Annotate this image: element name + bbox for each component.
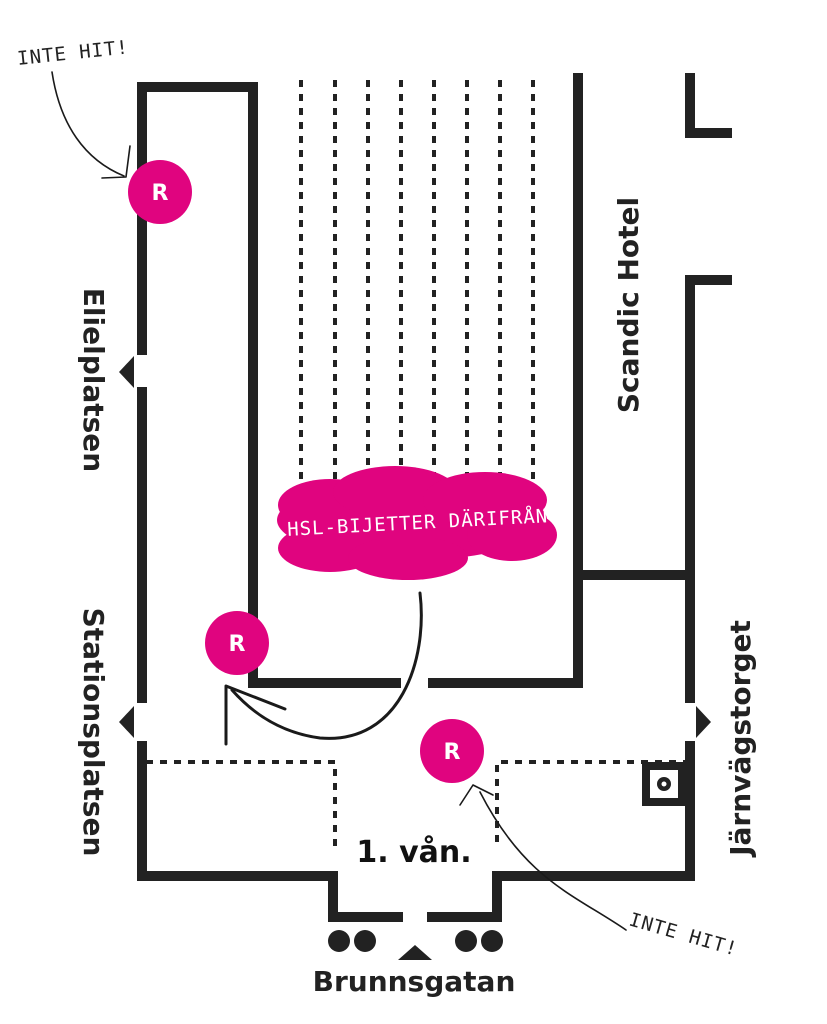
platform-tracks bbox=[299, 80, 535, 490]
not-here-arrow-bottom bbox=[459, 784, 627, 931]
tickets-cloud bbox=[277, 466, 557, 580]
street-label-stationsplatsen: Stationsplatsen bbox=[77, 608, 110, 857]
marker-r-bottom-label: R bbox=[444, 740, 461, 765]
marker-r-top-label: R bbox=[152, 181, 169, 206]
interior-dashed-walls bbox=[146, 760, 690, 848]
tickets-arrow bbox=[224, 591, 423, 746]
entrance-elielplatsen-icon bbox=[119, 356, 134, 388]
entrance-jarnvagstorget-icon bbox=[696, 706, 711, 738]
building-walls bbox=[137, 73, 732, 922]
not-here-label-top: INTE HIT! bbox=[16, 36, 130, 70]
hotel-label: Scandic Hotel bbox=[612, 197, 645, 413]
not-here-label-bottom: INTE HIT! bbox=[627, 909, 741, 961]
marker-r-middle-label: R bbox=[229, 632, 246, 657]
entrance-markers bbox=[119, 356, 711, 960]
marker-r-bottom[interactable]: R bbox=[420, 719, 484, 783]
street-label-elielplatsen: Elielplatsen bbox=[77, 288, 110, 472]
floor-label: 1. vån. bbox=[356, 834, 471, 870]
street-label-brunnsgatan: Brunnsgatan bbox=[313, 965, 516, 998]
not-here-arrow-top bbox=[51, 71, 131, 179]
marker-r-middle[interactable]: R bbox=[205, 611, 269, 675]
escalator-icon bbox=[328, 930, 503, 952]
entrance-brunnsgatan-icon bbox=[398, 945, 432, 960]
street-label-jarnvagstorget: Järnvägstorget bbox=[724, 620, 757, 858]
elevator-icon bbox=[642, 762, 686, 806]
entrance-stationsplatsen-icon bbox=[119, 706, 134, 738]
marker-r-top[interactable]: R bbox=[128, 160, 192, 224]
